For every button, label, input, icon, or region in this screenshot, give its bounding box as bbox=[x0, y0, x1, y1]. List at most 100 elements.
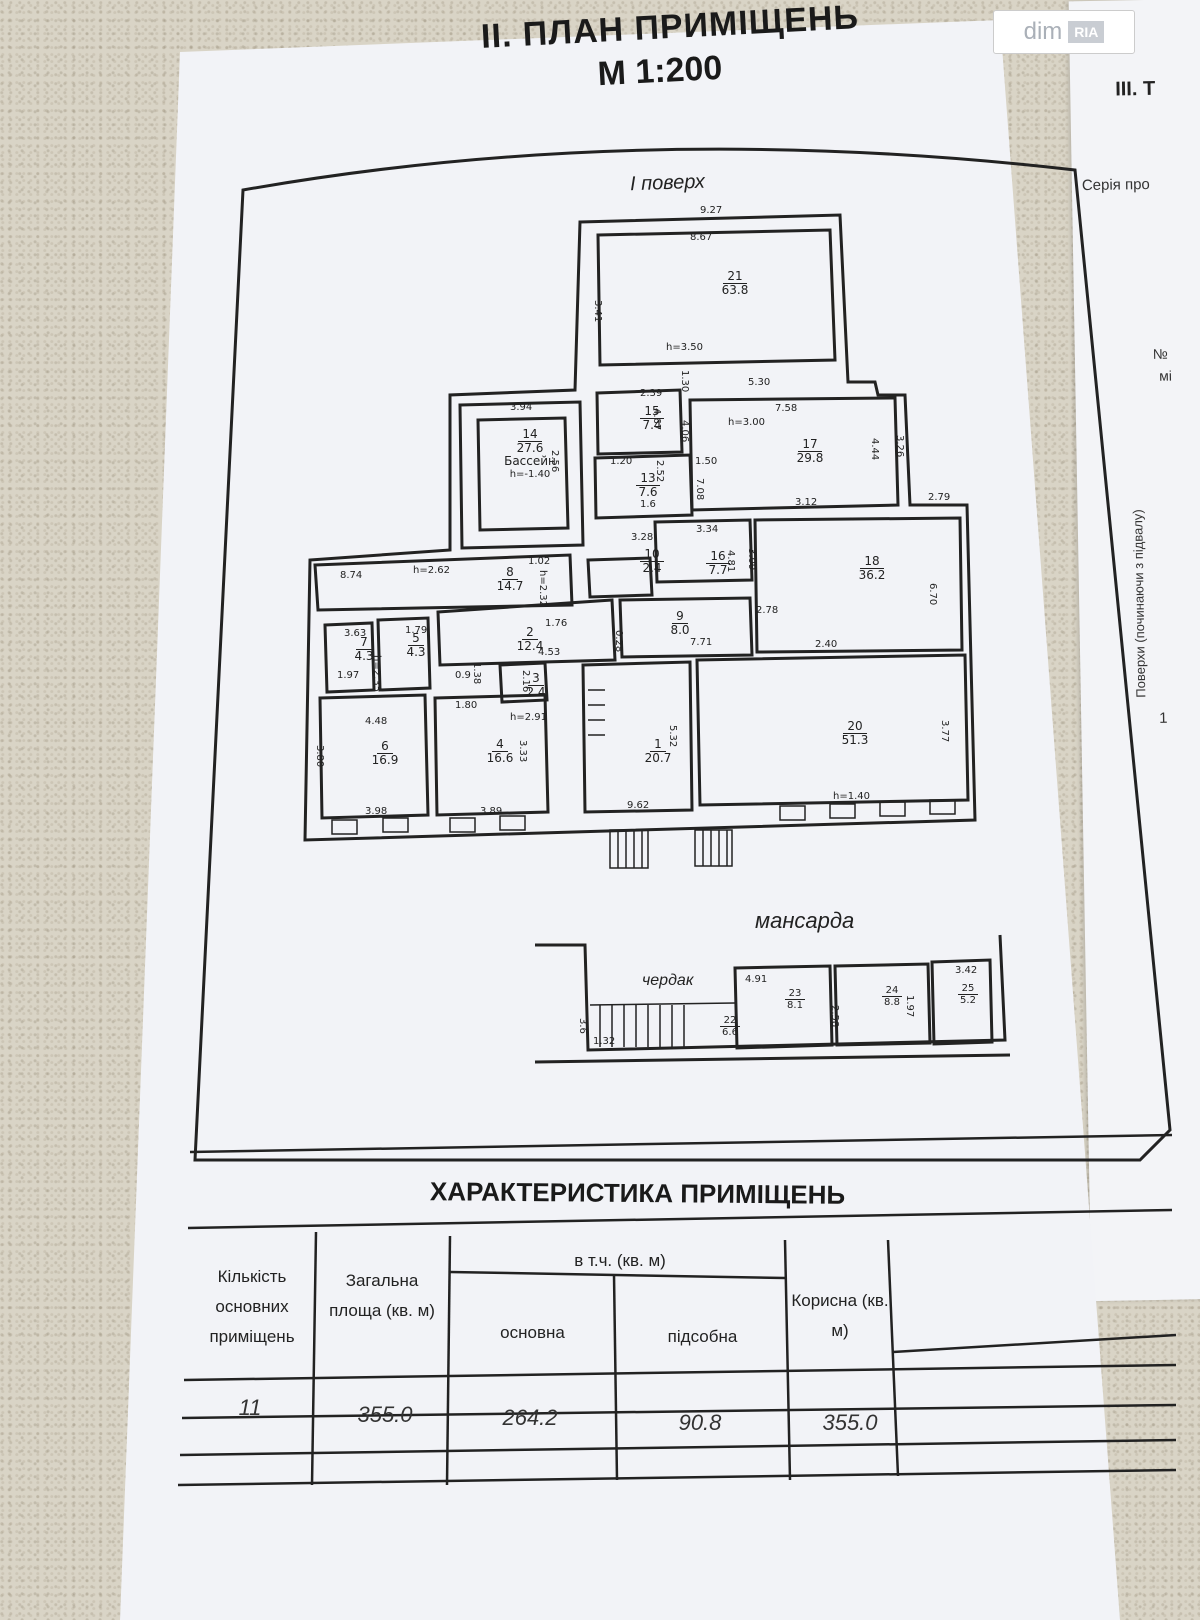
attic-outline bbox=[534, 934, 1011, 1064]
room-area: Бассейн bbox=[504, 454, 556, 469]
room-number: 2 bbox=[522, 625, 538, 641]
room-number: 21 bbox=[723, 269, 747, 285]
dimension-label: 2.40 bbox=[815, 639, 838, 650]
dimension-label: h=3.00 bbox=[728, 417, 765, 428]
room-area: 4.3 bbox=[406, 645, 426, 660]
dimension-label: 3.12 bbox=[795, 497, 818, 508]
room-number: 7 bbox=[356, 635, 372, 651]
dimension-label: 4.53 bbox=[538, 647, 561, 658]
dimension-label: h=1.40 bbox=[833, 791, 870, 802]
dimension-label: 1.20 bbox=[610, 456, 633, 467]
first-floor-outline bbox=[303, 213, 977, 842]
room-number: 15 bbox=[640, 404, 664, 420]
dimension-label: h=2.91 bbox=[510, 712, 547, 723]
room-area: 51.3 bbox=[841, 733, 869, 748]
room-area: 8.8 bbox=[884, 997, 900, 1008]
dimension-label: 9.27 bbox=[700, 205, 723, 216]
dimension-label: 2.78 bbox=[756, 605, 779, 616]
attic-stairs bbox=[589, 1002, 736, 1047]
plan-frame bbox=[193, 147, 1172, 1162]
header-total: Загальна площа (кв. м) bbox=[329, 1271, 435, 1320]
room-area: 7.6 bbox=[638, 485, 658, 500]
dimension-label: 5.30 bbox=[748, 377, 771, 388]
dimension-label: 1.02 bbox=[528, 556, 551, 567]
room-depth: h=-1.40 bbox=[509, 468, 551, 480]
room-area: 16.9 bbox=[371, 753, 399, 768]
room-area: 2.4 bbox=[642, 561, 662, 576]
room-number: 10 bbox=[640, 547, 664, 563]
dimension-label: 1.32 bbox=[593, 1036, 616, 1047]
room-area: 12.4 bbox=[516, 639, 544, 654]
room-number: 13 bbox=[636, 471, 660, 487]
dimension-label: 7.71 bbox=[690, 637, 713, 648]
loft-label: чердак bbox=[642, 972, 694, 989]
dimension-label: 3.63 bbox=[344, 628, 367, 639]
dimension-label: 0.9 bbox=[455, 670, 471, 681]
room-number: 16 bbox=[706, 549, 730, 565]
room-number: 1 bbox=[650, 737, 666, 753]
room-number: 3 bbox=[528, 671, 544, 687]
stairs bbox=[588, 689, 733, 869]
room-area: 14.7 bbox=[496, 579, 524, 594]
room-number: 20 bbox=[843, 719, 867, 735]
room-number: 25 bbox=[957, 983, 979, 995]
dimension-label: 1.79 bbox=[405, 625, 428, 636]
header-useful: Корисна (кв. м) bbox=[791, 1291, 889, 1340]
dimension-label: 8.67 bbox=[690, 232, 713, 243]
room-area: 20.7 bbox=[644, 751, 672, 766]
attic-label: мансарда bbox=[755, 908, 855, 933]
dimension-label: 4.48 bbox=[365, 716, 388, 727]
dimension-label: 1.6 bbox=[640, 499, 656, 510]
value-aux: 90.8 bbox=[678, 1410, 722, 1435]
room-number: 5 bbox=[408, 631, 424, 647]
room-number: 24 bbox=[881, 985, 903, 997]
dimria-logo: dim RIA bbox=[993, 10, 1135, 54]
header-aux: підсобна bbox=[667, 1327, 738, 1346]
dimension-label: 1.76 bbox=[545, 618, 568, 629]
room-area: 2.4 bbox=[526, 685, 546, 700]
dimension-label: 3.98 bbox=[365, 806, 388, 817]
value-count: 11 bbox=[238, 1395, 262, 1420]
value-useful: 355.0 bbox=[822, 1410, 878, 1435]
dimension-label: 2.79 bbox=[928, 492, 951, 503]
room-area: 29.8 bbox=[796, 451, 824, 466]
header-incl: в т.ч. (кв. м) bbox=[574, 1251, 666, 1270]
room-area: 36.2 bbox=[858, 568, 886, 583]
dimension-label: 9.62 bbox=[627, 800, 650, 811]
header-main: основна bbox=[500, 1323, 565, 1342]
room-number: 17 bbox=[798, 437, 822, 453]
room-area: 8.0 bbox=[670, 623, 690, 638]
room-number: 14 bbox=[518, 427, 542, 443]
room-number: 6 bbox=[377, 739, 393, 755]
room-number: 4 bbox=[492, 737, 508, 753]
room-area: 16.6 bbox=[486, 751, 514, 766]
dimension-label: h=3.50 bbox=[666, 342, 703, 353]
dimension-label: 1.50 bbox=[695, 456, 718, 467]
dimension-label: 1.80 bbox=[455, 700, 478, 711]
room-number: 9 bbox=[672, 609, 688, 625]
dimension-label: 3.89 bbox=[480, 806, 503, 817]
room-area: 63.8 bbox=[721, 283, 749, 298]
